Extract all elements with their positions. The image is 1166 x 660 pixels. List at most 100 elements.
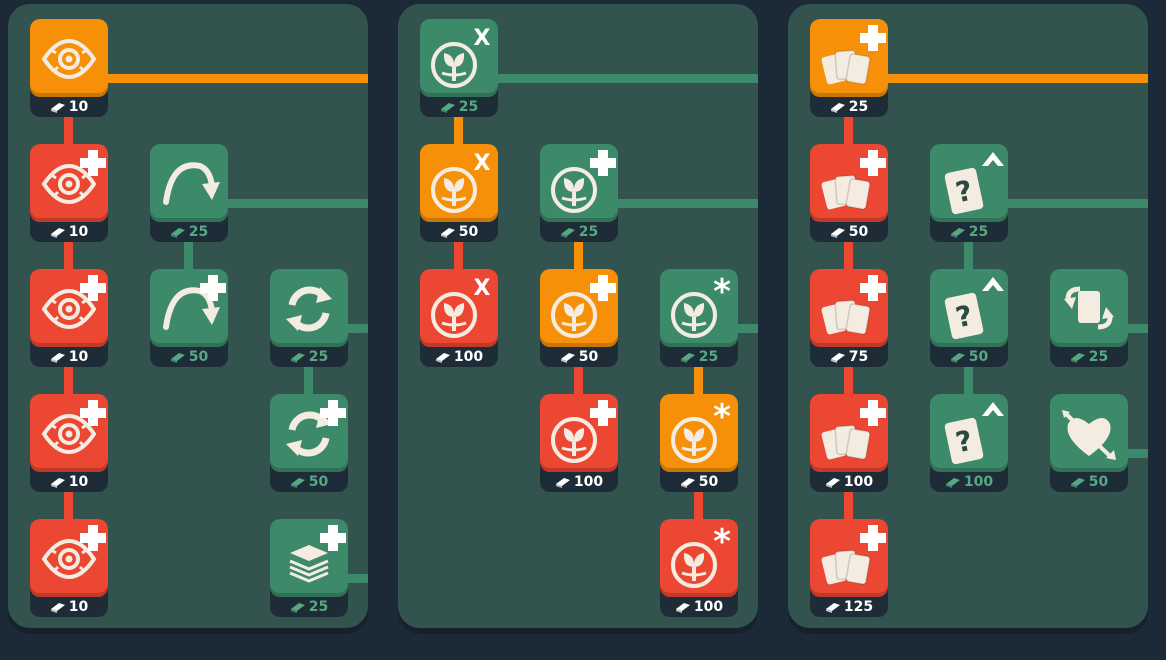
skill-node[interactable]: *100 [660,519,738,617]
skill-node[interactable]: ?25 [930,144,1008,242]
skill-node[interactable]: X 50 [420,144,498,242]
skill-tile[interactable] [810,519,888,597]
cost-value: 25 [188,224,209,240]
cards-panel: 25 50 75 100 125 ?25 ?50 ?100 25 [788,4,1148,628]
skill-tile[interactable]: X [420,19,498,97]
cost-value: 50 [848,224,869,240]
skill-node[interactable]: 25 [810,19,888,117]
ingot-icon [1070,478,1085,488]
cost-label: 100 [420,348,498,366]
skill-node[interactable]: 10 [30,519,108,617]
cost-value: 125 [843,599,874,615]
ingot-icon [50,603,65,613]
skill-node[interactable]: 10 [30,19,108,117]
cycle-arrows-icon [286,286,332,332]
skill-tile[interactable]: X [420,144,498,222]
skill-node[interactable]: ?50 [930,269,1008,367]
skill-tile[interactable]: * [660,394,738,472]
skill-node[interactable]: 100 [540,394,618,492]
skill-node[interactable]: 10 [30,269,108,367]
cost-value: 100 [843,474,874,490]
skill-node[interactable]: *25 [660,269,738,367]
ingot-icon [560,228,575,238]
skill-node[interactable]: 10 [30,144,108,242]
skill-node[interactable]: ?100 [930,394,1008,492]
skill-tile[interactable]: * [660,269,738,347]
connector-line [304,364,313,398]
skill-tile[interactable] [810,19,888,97]
ingot-icon [675,603,690,613]
skill-node[interactable]: 125 [810,519,888,617]
ingot-icon [560,353,575,363]
skill-node[interactable]: 25 [270,519,348,617]
skill-tile[interactable] [150,144,228,222]
skill-tile[interactable] [540,394,618,472]
connector-line [106,74,368,83]
skill-tile[interactable] [30,144,108,222]
skill-node[interactable]: 50 [270,394,348,492]
skill-tile[interactable]: ? [930,269,1008,347]
skill-node[interactable]: 50 [150,269,228,367]
ingot-icon [680,353,695,363]
skill-tile[interactable] [540,269,618,347]
skill-node[interactable]: 100 [810,394,888,492]
skill-node[interactable]: *50 [660,394,738,492]
cost-label: 10 [30,223,108,241]
skill-node[interactable]: 75 [810,269,888,367]
skill-tile[interactable] [270,519,348,597]
skill-tile[interactable] [30,269,108,347]
skill-tile[interactable] [1050,269,1128,347]
cards-icon [821,174,871,210]
skill-node[interactable]: 25 [540,144,618,242]
skill-tile[interactable] [810,394,888,472]
skill-tile[interactable]: X [420,269,498,347]
cards-icon [821,49,871,85]
skill-node[interactable]: X 100 [420,269,498,367]
skill-tile[interactable]: * [660,519,738,597]
cost-value: 50 [578,349,599,365]
cost-label: 100 [660,598,738,616]
cost-value: 10 [68,224,89,240]
skill-node[interactable]: 50 [540,269,618,367]
skill-node[interactable]: 10 [30,394,108,492]
skill-tile[interactable] [150,269,228,347]
skill-tile[interactable] [270,394,348,472]
connector-line [886,74,1148,83]
skill-node[interactable]: 25 [270,269,348,367]
skill-node[interactable]: 50 [1050,394,1128,492]
skill-tile[interactable] [30,19,108,97]
cost-label: 50 [420,223,498,241]
svg-text:X: X [474,276,491,301]
cost-label: 50 [540,348,618,366]
connector-line [844,114,853,148]
stack-layers-icon [289,545,329,583]
caret-badge-icon [982,402,1004,416]
cost-value: 25 [308,349,329,365]
skill-tile[interactable] [810,144,888,222]
skill-tile[interactable]: ? [930,144,1008,222]
cost-label: 75 [810,348,888,366]
connector-line [574,364,583,398]
skill-tile[interactable]: ? [930,394,1008,472]
plus-badge-icon [860,400,886,426]
skill-node[interactable]: 50 [810,144,888,242]
connector-line [64,364,73,398]
skill-node[interactable]: 25 [150,144,228,242]
skill-node[interactable]: 25 [1050,269,1128,367]
skill-tile[interactable] [1050,394,1128,472]
x-badge-icon: X [474,276,491,301]
cost-value: 50 [458,224,479,240]
skill-tile[interactable] [30,394,108,472]
connector-line [1126,449,1148,458]
skill-tile[interactable] [30,519,108,597]
cost-label: 25 [930,223,1008,241]
cost-value: 75 [848,349,869,365]
skill-tile[interactable] [810,269,888,347]
ingot-icon [170,353,185,363]
skill-tile[interactable] [270,269,348,347]
star-badge-icon: * [713,397,731,437]
skill-tile[interactable] [540,144,618,222]
cost-label: 50 [930,348,1008,366]
ingot-icon [50,228,65,238]
